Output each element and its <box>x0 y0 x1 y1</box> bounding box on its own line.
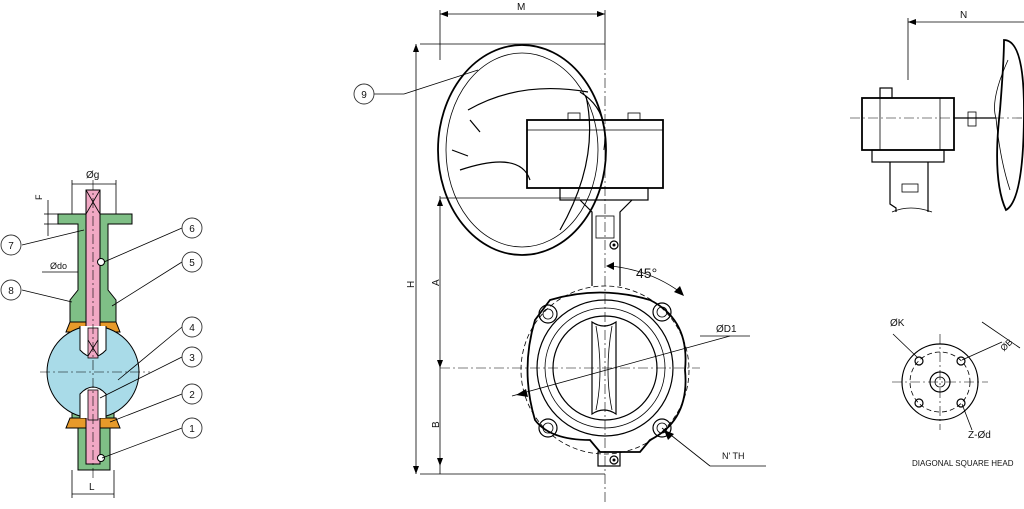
valve-body <box>526 291 687 453</box>
svg-text:9: 9 <box>361 90 367 101</box>
svg-text:1: 1 <box>189 424 195 435</box>
callout-5: 5 <box>181 251 203 273</box>
svg-text:4: 4 <box>189 323 195 334</box>
callout-9: 9 <box>353 83 375 105</box>
dim-ok: ØK <box>890 318 905 329</box>
dim-og: Øg <box>86 170 99 181</box>
bolt-holes <box>538 302 672 438</box>
dim-f: F <box>34 194 44 200</box>
dim-h: H <box>406 281 417 288</box>
callout-8: 8 <box>0 279 22 301</box>
dim-n: N <box>960 10 967 21</box>
svg-text:2: 2 <box>189 390 195 401</box>
flange-head-caption: DIAGONAL SQUARE HEAD <box>912 459 1014 468</box>
callout-2: 2 <box>181 383 203 405</box>
dim-a: A <box>431 279 442 286</box>
dim-b: B <box>431 421 442 428</box>
svg-text:3: 3 <box>189 353 195 364</box>
svg-text:5: 5 <box>189 258 195 269</box>
dim-odo: Ødo <box>50 261 67 271</box>
dim-d1: ØD1 <box>716 324 737 335</box>
dim-ob: ØB <box>998 337 1014 353</box>
handwheel-rim <box>437 44 607 256</box>
callout-4: 4 <box>181 316 203 338</box>
svg-text:8: 8 <box>8 286 14 297</box>
dim-l: L <box>89 482 95 493</box>
dim-m: M <box>517 2 525 13</box>
dim-angle: 45° <box>636 265 657 281</box>
flange-head-view: ØK ØB Z-Ød DIAGONAL SQUARE HEAD <box>890 318 1021 468</box>
side-view: N <box>850 10 1024 213</box>
disc-front <box>591 320 617 416</box>
section-view: Øg F Ødo L 7 8 6 <box>0 170 203 498</box>
callout-6: 6 <box>181 217 203 239</box>
callout-7: 7 <box>0 234 22 256</box>
front-view: 45° ØD1 N' TH M H A B <box>353 2 766 505</box>
callout-1: 1 <box>181 417 203 439</box>
svg-text:6: 6 <box>189 224 195 235</box>
callout-3: 3 <box>181 346 203 368</box>
svg-text:7: 7 <box>8 241 14 252</box>
dim-nth: N' TH <box>722 451 745 461</box>
dim-zod: Z-Ød <box>968 430 991 441</box>
